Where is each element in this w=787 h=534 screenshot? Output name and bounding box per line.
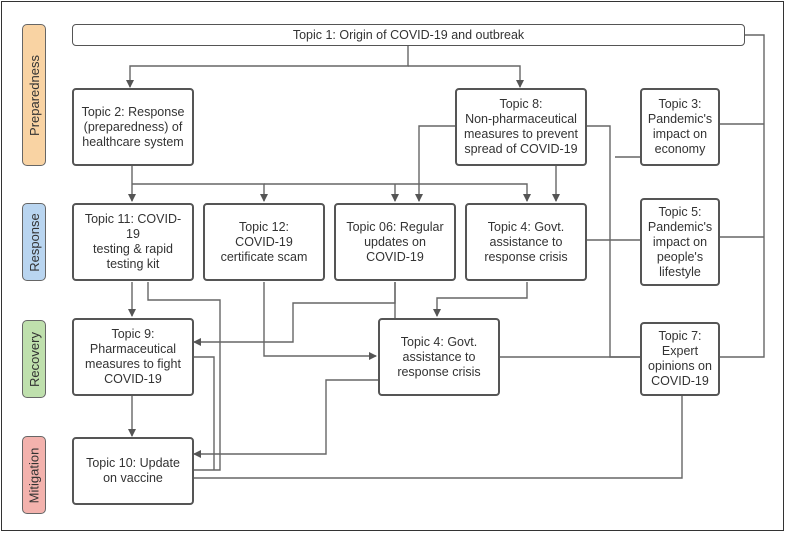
link-t1-t2	[126, 45, 409, 88]
link-t2-t12	[132, 183, 268, 202]
topic-10-box: Topic 10: Update on vaccine	[72, 437, 194, 505]
topic-8-box: Topic 8: Non-pharmaceutical measures to …	[455, 88, 587, 166]
topic-5-box: Topic 5: Pandemic's impact on people's l…	[640, 198, 720, 286]
phase-mitigation-label: Mitigation	[26, 447, 42, 503]
topic-3-box: Topic 3: Pandemic's impact on economy	[640, 88, 720, 166]
link-t11-t10	[147, 282, 221, 471]
topic-12-box: Topic 12: COVID-19 certificate scam	[203, 203, 325, 281]
phase-response-label: Response	[26, 212, 42, 272]
topic-11-box: Topic 11: COVID-19 testing & rapid testi…	[72, 203, 194, 281]
link-t06-t10	[193, 282, 396, 458]
link-t1-t8	[408, 65, 524, 88]
link-t8-t7	[586, 125, 640, 358]
phase-recovery: Recovery	[22, 320, 46, 398]
topic-9-box: Topic 9: Pharmaceutical measures to figh…	[72, 318, 194, 396]
link-t2-t4a	[264, 183, 531, 202]
phase-response: Response	[22, 203, 46, 281]
topic-7-box: Topic 7: Expert opinions on COVID-19	[640, 322, 720, 396]
topic-4a-box: Topic 4: Govt. assistance to response cr…	[465, 203, 587, 281]
phase-preparedness: Preparedness	[22, 24, 46, 166]
topic-06-box: Topic 06: Regular updates on COVID-19	[334, 203, 456, 281]
link-t4a-t4b	[433, 282, 528, 317]
phase-preparedness-label: Preparedness	[26, 54, 42, 136]
link-t12-t4b	[263, 282, 377, 360]
topic-2-box: Topic 2: Response (preparedness) of heal…	[72, 88, 194, 166]
link-t06-t9	[193, 282, 396, 346]
topic-1-box: Topic 1: Origin of COVID-19 and outbreak	[72, 24, 745, 46]
phase-recovery-label: Recovery	[26, 331, 42, 387]
link-t1-right-loop	[720, 34, 765, 358]
link-t9-side	[194, 356, 215, 470]
link-t7-t10	[194, 396, 683, 479]
phase-mitigation: Mitigation	[22, 436, 46, 514]
topic-4b-box: Topic 4: Govt. assistance to response cr…	[378, 318, 500, 396]
link-t8-t06	[415, 125, 455, 202]
